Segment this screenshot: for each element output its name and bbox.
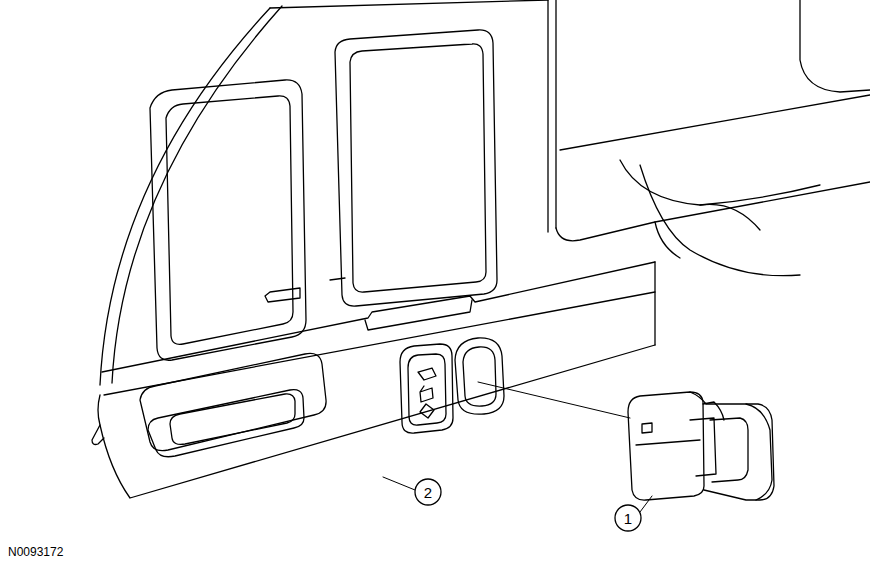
callout-number: 2 xyxy=(424,485,432,500)
figure-id: N0093172 xyxy=(8,546,63,558)
callout-number: 1 xyxy=(624,511,632,526)
